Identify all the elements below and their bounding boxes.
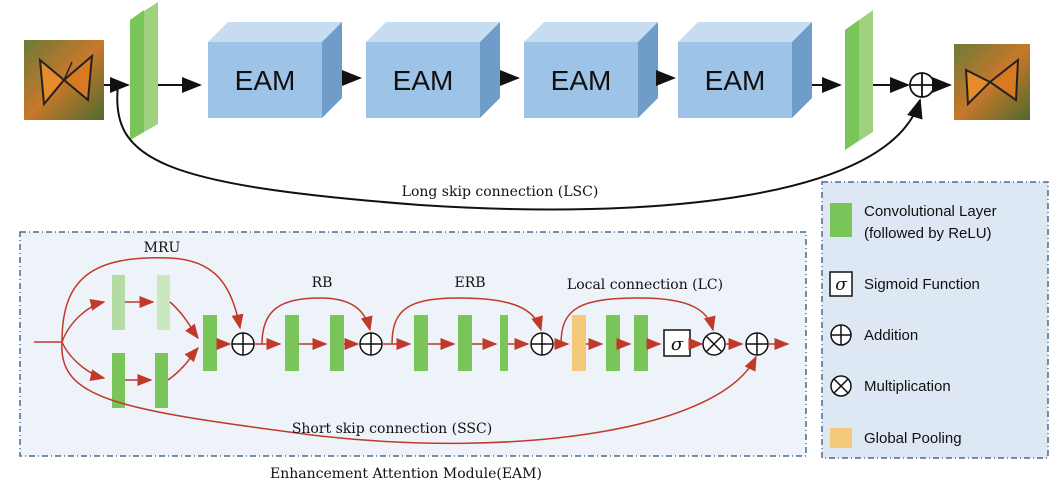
conv-layer <box>606 315 620 371</box>
local-connection-label: Local connection (LC) <box>567 277 723 293</box>
conv-layer <box>634 315 648 371</box>
svg-text:σ: σ <box>835 275 847 295</box>
arrow <box>61 341 106 382</box>
conv-layer <box>414 315 428 371</box>
global-pooling-legend-swatch <box>830 428 852 448</box>
conv-layer <box>458 315 472 371</box>
addition-symbol <box>359 332 383 356</box>
multiplication-symbol <box>702 332 726 356</box>
global-pooling-layer <box>572 315 586 371</box>
rb-label: RB <box>312 275 333 291</box>
erb-label: ERB <box>454 275 485 291</box>
eam-block: EAM <box>366 22 500 118</box>
eam-block-label: EAM <box>705 65 766 96</box>
conv-layer-legend-swatch <box>830 203 852 237</box>
legend-panel <box>821 181 1049 459</box>
addition-symbol <box>909 72 935 98</box>
multiplication-legend-icon <box>830 375 852 397</box>
conv-layer <box>112 275 125 330</box>
conv-layer <box>157 275 170 330</box>
conv-layer <box>500 315 508 371</box>
arrow <box>167 346 199 381</box>
sigmoid-legend-icon: σ <box>829 271 853 297</box>
eam-block-label: EAM <box>235 65 296 96</box>
short-skip-connection-label: Short skip connection (SSC) <box>292 421 492 437</box>
addition-legend-icon <box>830 324 852 346</box>
eam-block: EAM <box>524 22 658 118</box>
svg-text:σ: σ <box>671 334 684 355</box>
sigmoid-box: σ <box>663 329 691 357</box>
conv-layer <box>155 353 168 408</box>
conv-layer <box>112 353 125 408</box>
legend-label: Addition <box>864 327 918 344</box>
lc-skip-path <box>560 297 716 345</box>
conv-layer <box>203 315 217 371</box>
long-skip-connection-path <box>116 84 923 211</box>
short-skip-connection-path <box>61 341 757 445</box>
mru-label: MRU <box>144 240 181 256</box>
legend-label: Global Pooling <box>864 430 962 447</box>
erb-skip-path <box>391 297 543 345</box>
legend-label: Multiplication <box>864 378 951 395</box>
output-image <box>954 44 1030 120</box>
mru-skip-path <box>61 257 244 343</box>
rb-skip-path <box>261 297 373 345</box>
arrow <box>61 298 106 343</box>
eam-block-label: EAM <box>551 65 612 96</box>
addition-symbol <box>530 332 554 356</box>
eam-block: EAM <box>678 22 812 118</box>
conv-layer <box>330 315 344 371</box>
conv-layer-slab <box>845 10 873 150</box>
legend-label: Sigmoid Function <box>864 276 980 293</box>
eam-block-label: EAM <box>393 65 454 96</box>
addition-symbol <box>745 332 769 356</box>
conv-layer-slab <box>130 2 158 140</box>
addition-symbol <box>231 332 255 356</box>
eam-module-title: Enhancement Attention Module(EAM) <box>270 466 542 482</box>
legend-label: (followed by ReLU) <box>864 225 992 242</box>
arrow <box>169 301 199 340</box>
legend-label: Convolutional Layer <box>864 203 997 220</box>
long-skip-connection-label: Long skip connection (LSC) <box>402 184 599 200</box>
input-image <box>24 40 104 120</box>
conv-layer <box>285 315 299 371</box>
eam-block: EAM <box>208 22 342 118</box>
